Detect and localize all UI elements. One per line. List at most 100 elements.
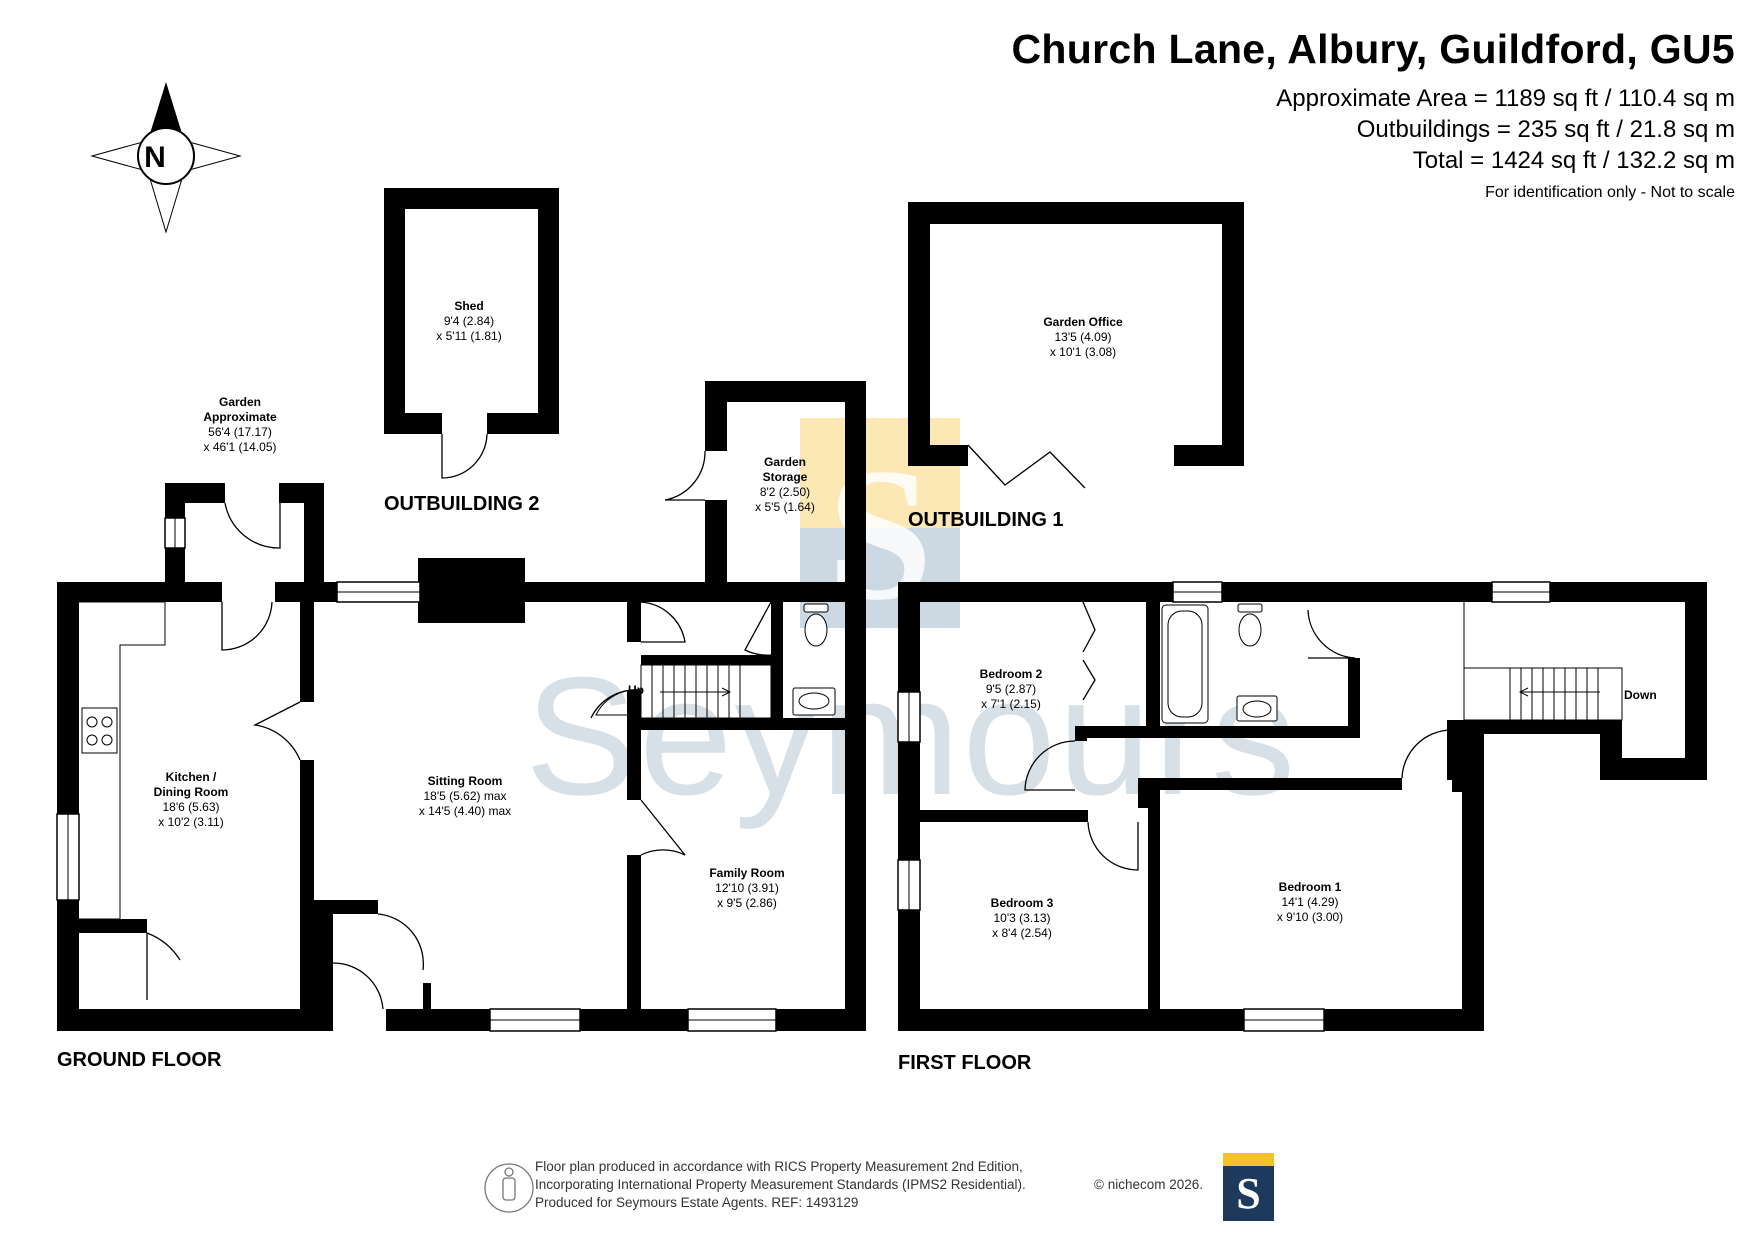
stairs-landing-arc	[595, 689, 642, 716]
toilet-cistern	[803, 603, 829, 613]
basin-bowl	[1242, 700, 1272, 718]
seymours-logo: S	[1223, 1153, 1274, 1221]
door-swing	[967, 444, 1086, 489]
hob-ring	[101, 734, 113, 746]
shed-wall	[384, 188, 405, 434]
first-wall-left	[898, 910, 920, 1031]
room-label-garden-storage: Garden Storage 8'2 (2.50) x 5'5 (1.64)	[755, 455, 815, 514]
first-wall-right	[1600, 758, 1707, 780]
first-wall-right	[1685, 582, 1707, 780]
stairs-up-label: Up	[628, 683, 644, 697]
door-swing	[224, 502, 281, 549]
stairs-ground	[640, 664, 772, 719]
watermark-yellow-block	[800, 418, 960, 528]
ground-wall-bottom	[57, 1009, 333, 1031]
ground-wall-internal	[300, 582, 314, 702]
hob-ring	[101, 716, 113, 728]
stairs-down-label: Down	[1624, 688, 1657, 702]
compass-letter: N	[144, 141, 166, 174]
ground-wall-internal	[57, 919, 147, 933]
first-wall-top	[1550, 582, 1707, 602]
area-outbuildings: Outbuildings = 235 sq ft / 21.8 sq m	[1356, 116, 1735, 143]
ground-wall-bottom	[386, 1009, 490, 1031]
first-wall-internal	[1142, 778, 1402, 790]
door-swing	[744, 601, 772, 656]
footer-line: Produced for Seymours Estate Agents. REF…	[535, 1195, 859, 1210]
first-wall-top	[898, 582, 1173, 602]
door-swing	[377, 913, 425, 971]
stair-arrow-head	[721, 687, 732, 697]
ground-floor-label: GROUND FLOOR	[57, 1049, 222, 1071]
ground-wall-internal	[641, 718, 866, 730]
hob-ring	[86, 716, 98, 728]
first-wall-left	[898, 742, 920, 860]
porch-wall	[165, 483, 185, 518]
hob-ring	[86, 734, 98, 746]
office-wall	[908, 202, 1244, 224]
door-swing	[441, 433, 488, 479]
door-swing	[1024, 740, 1076, 791]
door-swing	[1401, 729, 1451, 779]
first-wall-bottom	[898, 1009, 1244, 1031]
first-wall-internal	[1452, 778, 1464, 792]
wardrobe-door	[1082, 601, 1096, 701]
first-wall-internal	[918, 810, 1088, 822]
first-wall-bottom	[1324, 1009, 1484, 1031]
door-swing	[221, 601, 273, 651]
room-label-family-room: Family Room 12'10 (3.91) x 9'5 (2.86)	[709, 866, 785, 910]
ground-wall-top	[57, 582, 222, 602]
storage-wall	[705, 381, 866, 402]
area-total: Total = 1424 sq ft / 132.2 sq m	[1412, 147, 1735, 174]
door-swing	[252, 701, 301, 761]
stair-arrow-head	[1518, 687, 1529, 697]
first-wall-right	[1462, 730, 1484, 1030]
porch-wall	[304, 483, 324, 593]
room-label-bedroom-3: Bedroom 3 10'3 (3.13) x 8'4 (2.54)	[990, 896, 1054, 940]
room-label-garden-office: Garden Office 13'5 (4.09) x 10'1 (3.08)	[1043, 315, 1123, 359]
room-label-sitting-room: Sitting Room 18'5 (5.62) max x 14'5 (4.4…	[418, 774, 512, 818]
room-label-garden: Garden Approximate 56'4 (17.17) x 46'1 (…	[203, 395, 277, 454]
storage-wall	[845, 381, 866, 1031]
first-wall-top	[1222, 582, 1492, 602]
storage-wall	[705, 381, 727, 451]
disclaimer: For identification only - Not to scale	[1485, 184, 1735, 201]
footer-line: Incorporating International Property Mea…	[535, 1177, 1026, 1192]
copyright: © nichecom 2026.	[1094, 1177, 1204, 1192]
ground-wall-internal	[300, 760, 314, 1012]
room-label-kitchen: Kitchen / Dining Room 18'6 (5.63) x 10'2…	[153, 770, 229, 829]
door-swing	[664, 450, 706, 501]
chimney	[418, 558, 525, 623]
door-swing	[640, 799, 686, 856]
first-wall-internal	[1146, 602, 1160, 727]
kitchen-worktop	[79, 601, 166, 920]
office-wall	[908, 202, 930, 466]
ground-wall-internal	[641, 655, 776, 665]
area-approximate: Approximate Area = 1189 sq ft / 110.4 sq…	[1276, 85, 1735, 112]
office-wall	[1222, 202, 1244, 466]
shed-wall	[384, 413, 442, 434]
room-label-bedroom-1: Bedroom 1 14'1 (4.29) x 9'10 (3.00)	[1276, 880, 1344, 924]
door-swing	[146, 932, 181, 1000]
ground-wall-internal	[771, 602, 783, 720]
ground-wall-internal	[627, 602, 641, 642]
toilet-icon	[1238, 613, 1262, 647]
ground-wall-bottom	[776, 1009, 866, 1031]
footer-text: Floor plan produced in accordance with R…	[535, 1158, 1026, 1212]
basin-bowl	[798, 692, 830, 710]
door-swing	[1087, 821, 1139, 871]
shed-wall	[487, 413, 559, 434]
door-swing	[640, 601, 686, 643]
first-wall-internal	[1148, 778, 1160, 1013]
outbuilding-2-label: OUTBUILDING 2	[384, 493, 540, 515]
porch-wall	[165, 548, 185, 593]
ground-wall-left	[57, 582, 79, 814]
office-wall	[1174, 445, 1244, 466]
shed-wall	[384, 188, 559, 209]
page-title: Church Lane, Albury, Guildford, GU5	[1011, 26, 1735, 72]
toilet-cistern	[1237, 603, 1263, 613]
storage-wall	[705, 500, 727, 590]
first-floor-label: FIRST FLOOR	[898, 1052, 1032, 1074]
ground-wall-internal	[423, 983, 431, 1013]
ground-wall-internal	[313, 900, 333, 1012]
